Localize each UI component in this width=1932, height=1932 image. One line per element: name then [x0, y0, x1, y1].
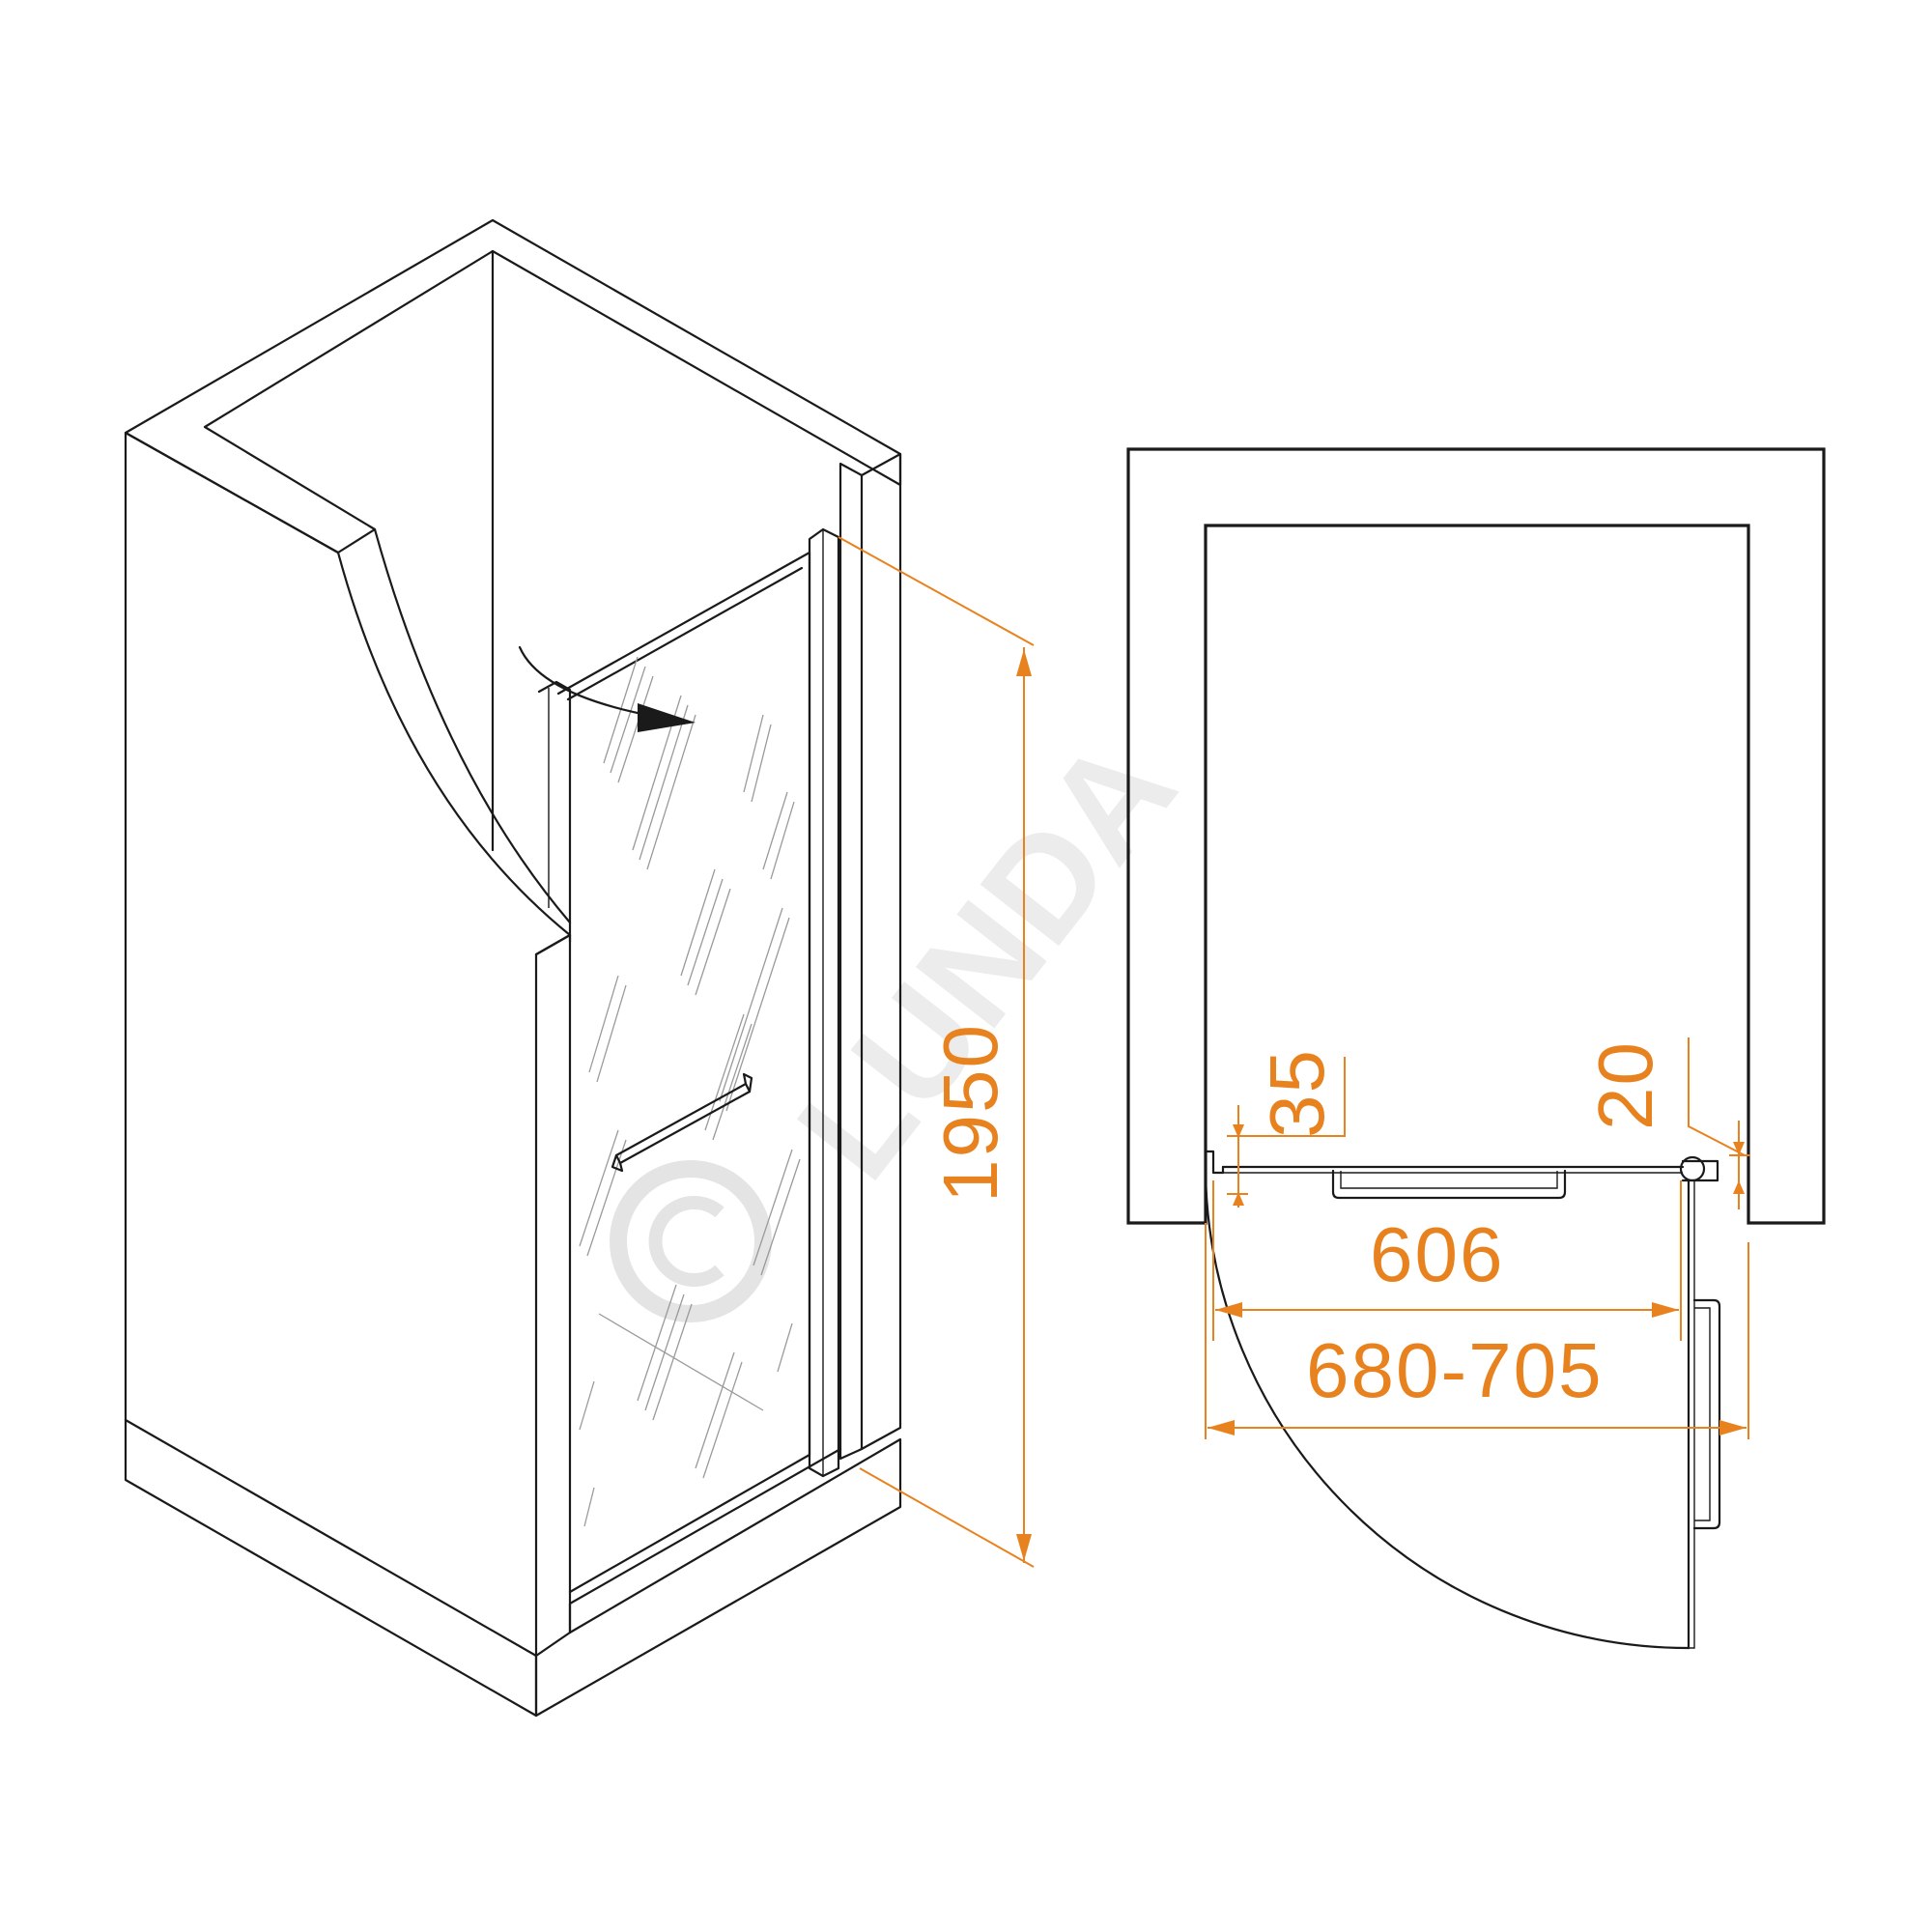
- dimension-wall-gap-right-label: 20: [1582, 1040, 1668, 1130]
- tray-inner-lip: [568, 1447, 842, 1634]
- dimension-height: 1950: [838, 536, 1035, 1568]
- door-handle-post-right: [742, 1072, 753, 1094]
- watermark-copyright-c: [648, 1196, 724, 1287]
- glass-door-top-rail: [566, 566, 804, 701]
- dimension-adjust-range-label: 680-705: [1306, 1327, 1604, 1413]
- dimension-adjust-range: 680-705: [1205, 1223, 1749, 1439]
- left-wall-top-face: [124, 218, 902, 554]
- door-open-line-inner: [1689, 1180, 1695, 1649]
- dimension-wall-gap-left: 35: [1227, 1048, 1346, 1208]
- wall-outline-outer: [1126, 447, 1826, 1225]
- watermark-copyright-circle: [610, 1160, 772, 1322]
- door-handle-plan: [1331, 1169, 1567, 1200]
- right-wall-front: [838, 462, 864, 1461]
- hinge-block: [1681, 1159, 1719, 1182]
- door-open-handle-inner: [1694, 1307, 1711, 1521]
- left-wall-curve-edge: [373, 527, 572, 924]
- door-swing-arc: [1204, 1171, 1690, 1650]
- door-handle-post-left: [611, 1153, 624, 1173]
- door-handle: [614, 1082, 752, 1165]
- glass-door-left-jamb: [537, 680, 572, 944]
- watermark: LUNDA: [610, 708, 1206, 1322]
- isometric-view: [124, 218, 902, 1718]
- opening-direction-arrowhead: [638, 703, 696, 732]
- door-open-handle: [1692, 1298, 1721, 1530]
- dimension-height-label: 1950: [927, 1023, 1013, 1203]
- dimension-wall-gap-left-label: 35: [1254, 1048, 1340, 1138]
- glass-door-frame: [556, 551, 811, 1594]
- shower-tray: [534, 1437, 902, 1718]
- glass-hatching: [579, 656, 801, 1527]
- dimension-door-opening: 606: [1212, 1180, 1682, 1341]
- left-wall-return: [534, 933, 572, 1634]
- plan-view: [1126, 447, 1826, 1650]
- dimension-wall-gap-right: 20: [1582, 1037, 1750, 1209]
- dimension-door-opening-label: 606: [1370, 1211, 1504, 1297]
- opening-direction-arrow: [518, 645, 659, 719]
- left-wall-base-line: [124, 1418, 538, 1658]
- door-handle-plan-inner: [1340, 1171, 1558, 1189]
- wall-profile: [808, 527, 840, 1478]
- left-profile-plan: [1204, 1150, 1225, 1175]
- left-wall-front-face: [124, 431, 572, 1718]
